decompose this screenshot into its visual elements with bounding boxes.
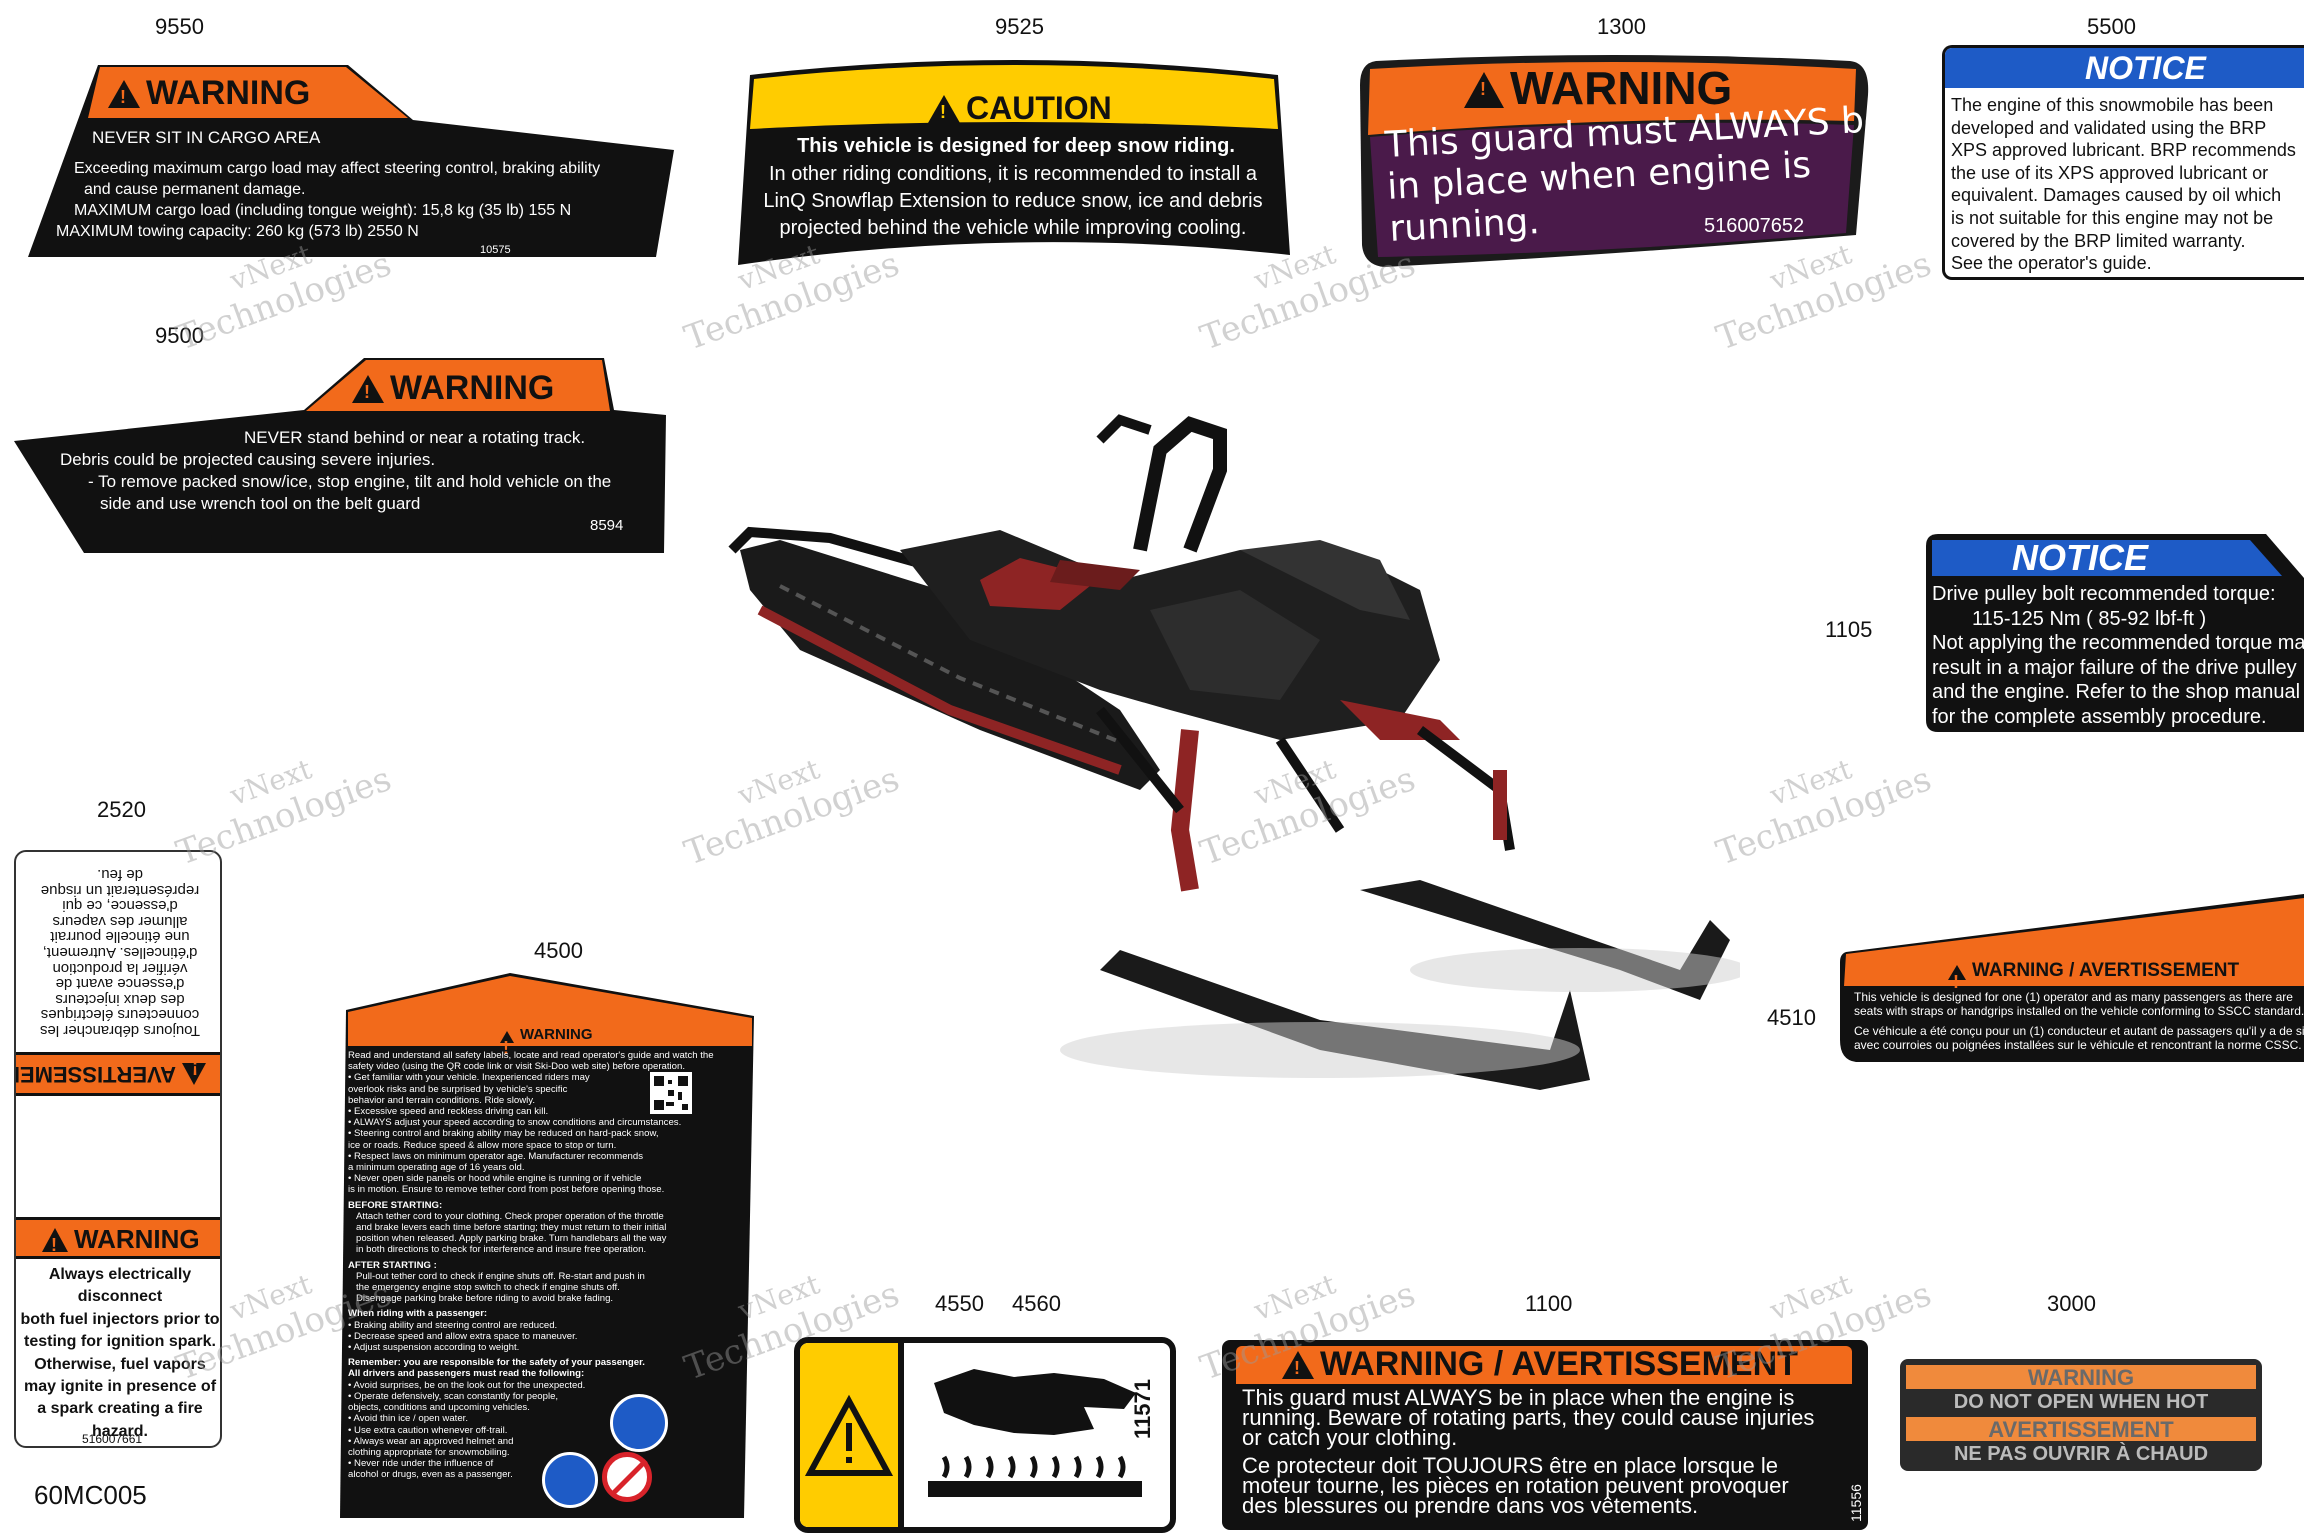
- warning-triangle-icon: [1948, 965, 1966, 993]
- warning-triangle-icon: [500, 1031, 514, 1059]
- ref-5500: 5500: [2087, 14, 2136, 39]
- rear-rack: [728, 526, 982, 585]
- ref-2520: 2520: [97, 797, 146, 822]
- label-4500-header: WARNING: [500, 1026, 593, 1059]
- label-9500-code: 8594: [590, 517, 624, 534]
- helmet-icon: [542, 1452, 598, 1508]
- label-9525-caution: CAUTION This vehicle is designed for dee…: [738, 55, 1290, 275]
- caution-triangle-icon: [928, 95, 960, 123]
- rear-track: [740, 540, 1160, 790]
- label-9500-warning: WARNING NEVER stand behind or near a rot…: [14, 355, 666, 555]
- ref-1100: 1100: [1525, 1291, 1573, 1316]
- label-1300-body: This guard must ALWAYS be in place when …: [1384, 98, 1887, 250]
- label-9500-body: NEVER stand behind or near a rotating tr…: [60, 428, 612, 513]
- label-5500-header: NOTICE: [2085, 50, 2206, 86]
- label-5500-header-bar: [1945, 48, 2304, 88]
- label-4500-intro: Read and understand all safety labels, l…: [348, 1050, 714, 1481]
- warning-triangle-icon: [1282, 1351, 1314, 1379]
- label-9525-body: In other riding conditions, it is recomm…: [763, 163, 1263, 239]
- front-bumper: [1340, 700, 1460, 740]
- label-9550-warning: WARNING NEVER SIT IN CARGO AREA Exceedin…: [28, 62, 674, 262]
- ref-1300: 1300: [1597, 14, 1646, 39]
- warning-triangle-icon: [182, 1063, 206, 1085]
- label-1100-header: WARNING / AVERTISSEMENT: [1282, 1345, 1798, 1384]
- qr-code-icon: [650, 1072, 692, 1114]
- label-4510-en: This vehicle is designed for one (1) ope…: [1854, 990, 2304, 1018]
- no-alcohol-icon: [602, 1452, 652, 1502]
- label-2520-header-bar: WARNING: [16, 1217, 220, 1259]
- label-2520-fr-header: AVERTISSEMENT: [16, 1061, 206, 1087]
- label-2520-warning: Toujours débrancher les connecteurs élec…: [14, 850, 222, 1448]
- ref-9550: 9550: [155, 14, 204, 39]
- ref-4510: 4510: [1767, 1005, 1816, 1030]
- label-2520-french-text: Toujours débrancher les connecteurs élec…: [39, 866, 201, 1039]
- front-suspension: [1096, 706, 1515, 892]
- label-2520-body: Always electrically disconnect both fuel…: [20, 1266, 220, 1440]
- label-3000-bar1: [1906, 1365, 2256, 1389]
- label-4550-yellow-panel: [800, 1343, 904, 1527]
- label-1100-fr: Ce protecteur doit TOUJOURS être en plac…: [1242, 1453, 1789, 1518]
- diagram-code: 60MC005: [34, 1480, 147, 1510]
- label-4510-shape: [1840, 894, 2304, 1062]
- ref-3000: 3000: [2047, 1291, 2096, 1316]
- label-9500-header: WARNING: [352, 369, 554, 408]
- label-4500-warning: WARNING Read and understand all safety l…: [340, 970, 754, 1518]
- label-4510-warning: WARNING / AVERTISSEMENT This vehicle is …: [1836, 890, 2304, 1062]
- label-5500-notice: NOTICE The engine of this snowmobile has…: [1942, 45, 2304, 280]
- ref-9525: 9525: [995, 14, 1044, 39]
- label-9525-bold: This vehicle is designed for deep snow r…: [797, 135, 1235, 157]
- label-1105-body: Drive pulley bolt recommended torque: 11…: [1932, 583, 2304, 728]
- label-1100-header-bar: [1236, 1346, 1852, 1384]
- label-1100-en: This guard must ALWAYS be in place when …: [1242, 1385, 1815, 1450]
- label-9525-shape: [738, 60, 1290, 265]
- label-3000-line3: AVERTISSEMENT: [1988, 1417, 2174, 1442]
- label-1105-notice: NOTICE Drive pulley bolt recommended tor…: [1926, 534, 2304, 732]
- label-1300-warning: WARNING This guard must ALWAYS be in pla…: [1356, 55, 1887, 267]
- warning-triangle-icon: [42, 1228, 68, 1256]
- label-9550-shape: [28, 65, 674, 257]
- label-9550-body: Exceeding maximum cargo load may affect …: [56, 160, 601, 240]
- body: [900, 530, 1440, 740]
- ref-4500: 4500: [534, 938, 583, 963]
- label-3000-bar2: [1906, 1417, 2256, 1441]
- label-4550-pictogram: 11571: [794, 1337, 1176, 1533]
- ref-4550: 4550: [935, 1291, 984, 1316]
- label-9525-header: CAUTION: [928, 90, 1112, 127]
- handlebar: [1096, 414, 1227, 553]
- warning-triangle-icon: [1464, 72, 1504, 108]
- left-ski: [1060, 950, 1590, 1090]
- label-3000-line1: WARNING: [2027, 1365, 2135, 1390]
- label-2520-header: WARNING: [42, 1224, 200, 1256]
- label-1100-code: 11556: [1848, 1484, 1864, 1522]
- hot-surface-hand-icon: [928, 1369, 1142, 1497]
- label-2520-code: 516007661: [82, 1432, 143, 1446]
- read-manual-icon: [610, 1394, 668, 1452]
- label-9550-header: WARNING: [108, 74, 310, 113]
- warning-triangle-icon: [108, 80, 140, 108]
- snowmobile-illustration: [728, 414, 1740, 1090]
- label-4550-code: 11571: [1130, 1379, 1155, 1439]
- label-9525-code: 9973: [1108, 247, 1140, 263]
- label-1300-header: WARNING: [1464, 61, 1732, 115]
- right-ski: [1360, 880, 1740, 1000]
- ref-9500: 9500: [155, 323, 204, 348]
- label-4510-fr: Ce véhicule a été conçu pour un (1) cond…: [1854, 1024, 2304, 1052]
- label-4510-header: WARNING / AVERTISSEMENT: [1948, 960, 2239, 993]
- ref-4560: 4560: [1012, 1291, 1061, 1316]
- warning-triangle-icon: [804, 1394, 894, 1476]
- label-3000-line2: DO NOT OPEN WHEN HOT: [1953, 1391, 2209, 1413]
- label-1300-code: 516007652: [1704, 215, 1805, 237]
- warning-triangle-icon: [352, 375, 384, 403]
- label-9550-subhead: NEVER SIT IN CARGO AREA: [92, 128, 321, 147]
- label-1105-header: NOTICE: [2012, 537, 2149, 578]
- ref-1105: 1105: [1825, 617, 1873, 642]
- label-9550-code: 10575: [480, 244, 511, 256]
- label-5500-body: The engine of this snowmobile has been d…: [1951, 95, 2296, 274]
- label-1100-warning: WARNING / AVERTISSEMENT This guard must …: [1222, 1340, 1868, 1530]
- label-3000-line4: NE PAS OUVRIR À CHAUD: [1953, 1443, 2209, 1465]
- label-2520-fr-header-bar: AVERTISSEMENT: [16, 1052, 220, 1096]
- label-3000-warning: WARNING DO NOT OPEN WHEN HOT AVERTISSEME…: [1900, 1359, 2262, 1471]
- label-1105-shape: [1926, 534, 2304, 732]
